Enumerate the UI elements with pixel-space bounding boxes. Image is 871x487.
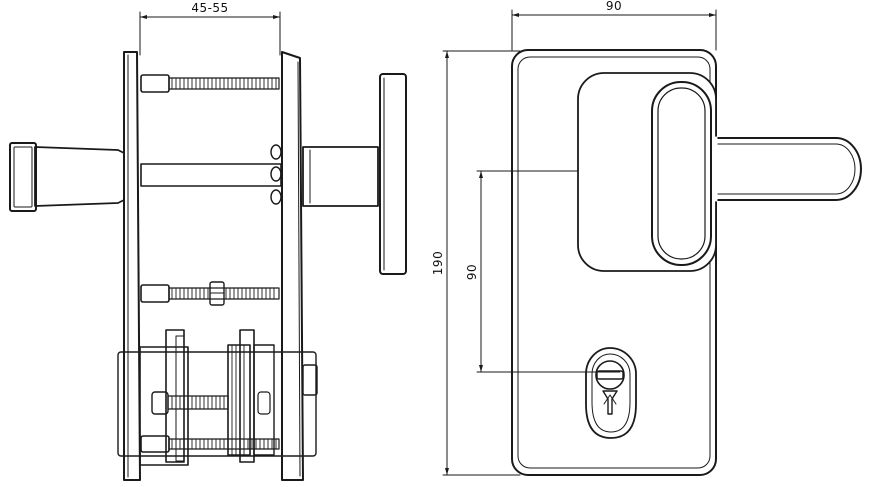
escutcheon-plate: [511, 49, 717, 476]
dimension-height-total: [442, 50, 521, 476]
left-lever-handle: [9, 142, 125, 212]
front-view: 90 190 90: [431, 0, 862, 476]
dimension-height-total-label: 190: [431, 251, 445, 275]
side-view: 45-55: [9, 1, 407, 481]
dimension-height-spacing-label: 90: [465, 264, 479, 280]
dimension-width-label: 90: [606, 0, 622, 13]
lower-bolt: [140, 281, 280, 306]
dimension-width-range: [139, 11, 281, 56]
dimension-width-range-label: 45-55: [191, 1, 228, 15]
dimension-width: [511, 9, 717, 51]
spindle: [140, 144, 282, 205]
upper-bolt: [140, 74, 280, 93]
cylinder-assembly: [117, 329, 318, 466]
front-lever-handle: [707, 137, 862, 201]
handle-rose: [577, 72, 718, 272]
left-plate: [123, 51, 141, 481]
lock-cylinder: [585, 347, 637, 439]
right-knob: [302, 73, 407, 275]
right-plate: [281, 51, 304, 481]
